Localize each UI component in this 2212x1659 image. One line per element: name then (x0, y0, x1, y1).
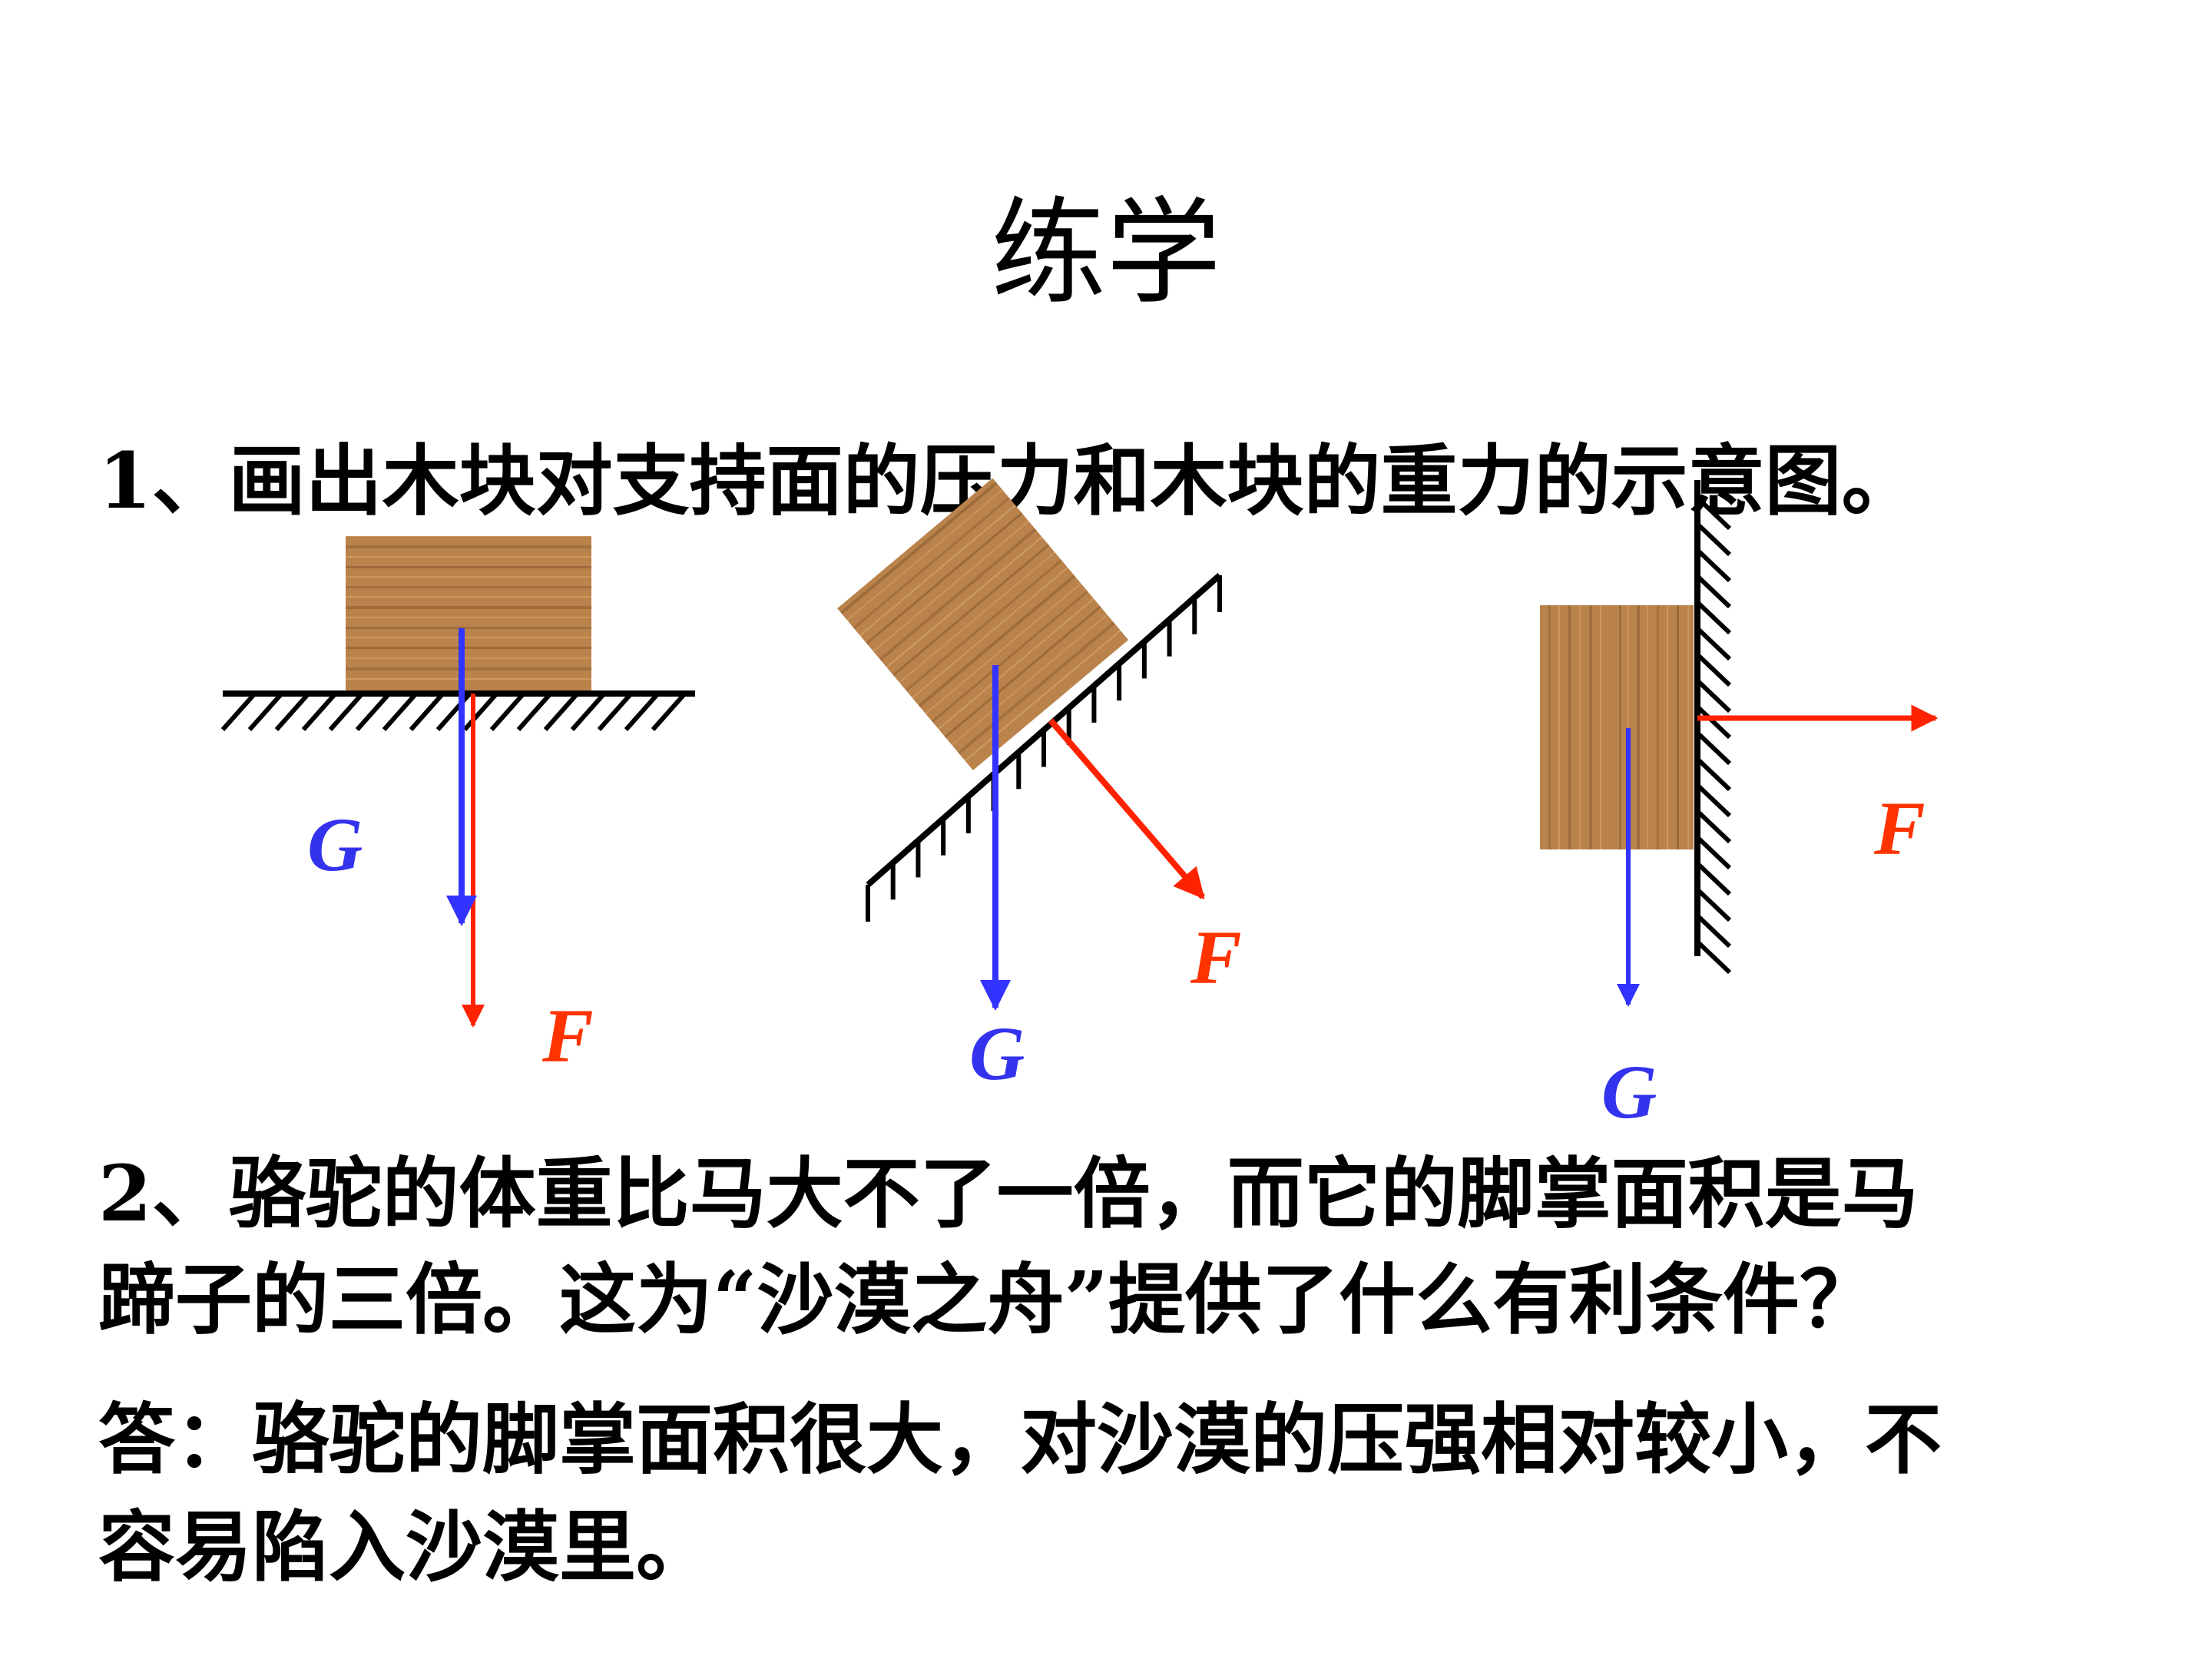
wood-block (1540, 605, 1694, 849)
hatch-mark (247, 694, 283, 731)
wall-hatching (1697, 497, 1732, 975)
pressure-arrow (1048, 718, 1206, 900)
slide-title: 练学 (990, 187, 1221, 320)
diagram-wall: G F (1540, 480, 1939, 1134)
hatch-mark (1697, 706, 1732, 740)
question-2-line-2: 蹄子的三倍。这为“沙漠之舟”提供了什么有利条件？ (98, 1254, 1877, 1345)
hatch-mark (355, 694, 390, 731)
hatch-mark (543, 694, 578, 731)
hatch-mark (1697, 654, 1732, 687)
question-2-line-1: 2、骆驼的体重比马大不了一倍，而它的脚掌面积是马 (98, 1148, 1919, 1239)
hatch-mark (597, 694, 632, 731)
hatch-mark (516, 694, 551, 731)
hatch-mark (328, 694, 363, 731)
answer-line-1: 答：骆驼的脚掌面积很大，对沙漠的压强相对较小，不 (98, 1394, 1942, 1485)
hatch-mark (489, 694, 525, 731)
hatch-mark (1697, 601, 1732, 635)
hatch-mark (651, 694, 686, 731)
pressure-label: F (1190, 915, 1242, 1000)
pressure-label: F (1873, 786, 1926, 871)
diagram-incline: G F (837, 478, 1242, 1096)
gravity-label: G (307, 802, 363, 887)
hatch-mark (1697, 628, 1732, 661)
hatch-mark (462, 694, 498, 731)
hatch-mark (1697, 915, 1732, 949)
answer-line-2: 容易陷入沙漠里。 (98, 1502, 713, 1592)
hatch-mark (1697, 810, 1732, 844)
ground-hatching (220, 694, 686, 731)
diagram-horizontal-surface: G F (220, 536, 695, 1078)
hatch-mark (1697, 836, 1732, 870)
hatch-mark (1697, 863, 1732, 896)
hatch-mark (624, 694, 659, 731)
hatch-mark (1697, 575, 1732, 609)
hatch-mark (1697, 889, 1732, 922)
hatch-mark (409, 694, 444, 731)
pressure-label: F (541, 993, 594, 1078)
hatch-mark (1697, 523, 1732, 557)
hatch-mark (1697, 941, 1732, 975)
hatch-mark (220, 694, 256, 731)
gravity-label: G (969, 1011, 1025, 1096)
hatch-mark (274, 694, 310, 731)
wood-block (346, 536, 591, 691)
wood-block (837, 478, 1129, 770)
hatch-mark (570, 694, 605, 731)
hatch-mark (301, 694, 336, 731)
gravity-label: G (1601, 1049, 1657, 1134)
hatch-mark (382, 694, 417, 731)
hatch-mark (1697, 497, 1732, 531)
hatch-mark (1697, 784, 1732, 818)
hatch-mark (1697, 732, 1732, 766)
hatch-mark (1697, 549, 1732, 583)
hatch-mark (1697, 680, 1732, 714)
hatch-mark (1697, 758, 1732, 792)
